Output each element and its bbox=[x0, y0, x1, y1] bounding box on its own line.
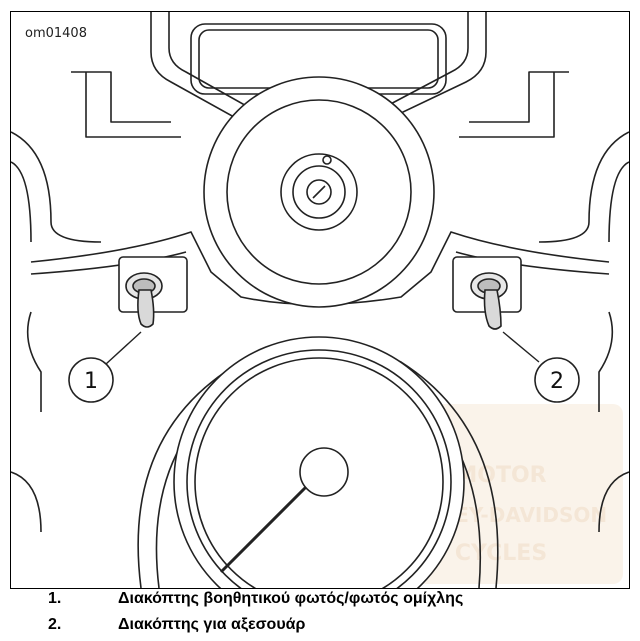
right-frame-line-2 bbox=[608, 161, 629, 243]
legend-item-text: Διακόπτης για αξεσουάρ bbox=[118, 616, 306, 633]
handlebar-illustration: MOTOR HARLEY-DAVIDSON CYCLES bbox=[11, 12, 629, 588]
gauge-needle-hub bbox=[299, 447, 349, 497]
watermark-line-1: MOTOR bbox=[455, 463, 546, 488]
legend-item-number: 2. bbox=[48, 616, 62, 633]
right-lower-curve bbox=[598, 471, 629, 533]
left-lower-curve bbox=[11, 471, 42, 533]
callout-1-leader bbox=[105, 331, 142, 365]
ignition-indicator-dot bbox=[322, 155, 332, 165]
left-bracket-box-inner bbox=[85, 72, 181, 138]
left-frame-line bbox=[11, 131, 102, 243]
left-edge-detail bbox=[26, 311, 42, 412]
callout-1: 1 bbox=[68, 357, 114, 403]
watermark-line-3: CYCLES bbox=[455, 541, 547, 566]
callout-2-number: 2 bbox=[550, 369, 564, 394]
left-frame-line-2 bbox=[11, 161, 32, 243]
gauge-needle bbox=[219, 480, 313, 574]
illustration-frame: MOTOR HARLEY-DAVIDSON CYCLES bbox=[10, 11, 630, 589]
legend-item: 1. Διακόπτης βοηθητικού φωτός/φωτός ομίχ… bbox=[0, 590, 640, 612]
accessory-switch-2 bbox=[452, 256, 522, 330]
figure-id-label: om01408 bbox=[23, 26, 89, 41]
callout-2: 2 bbox=[534, 357, 580, 403]
ignition-key-mark bbox=[312, 185, 326, 199]
legend-item: 2. Διακόπτης για αξεσουάρ bbox=[0, 616, 640, 638]
callout-1-number: 1 bbox=[84, 369, 98, 394]
right-bracket-box bbox=[469, 71, 569, 123]
right-frame-line bbox=[538, 131, 629, 243]
legend-item-text: Διακόπτης βοηθητικού φωτός/φωτός ομίχλης bbox=[118, 590, 464, 607]
speedometer-gauge bbox=[137, 336, 499, 588]
right-edge-detail bbox=[598, 311, 614, 412]
legend-item-number: 1. bbox=[48, 590, 62, 607]
callout-2-leader bbox=[502, 331, 540, 363]
right-bracket-box-inner bbox=[459, 72, 555, 138]
left-bracket-box bbox=[71, 71, 171, 123]
auxiliary-light-switch-1 bbox=[118, 256, 188, 328]
